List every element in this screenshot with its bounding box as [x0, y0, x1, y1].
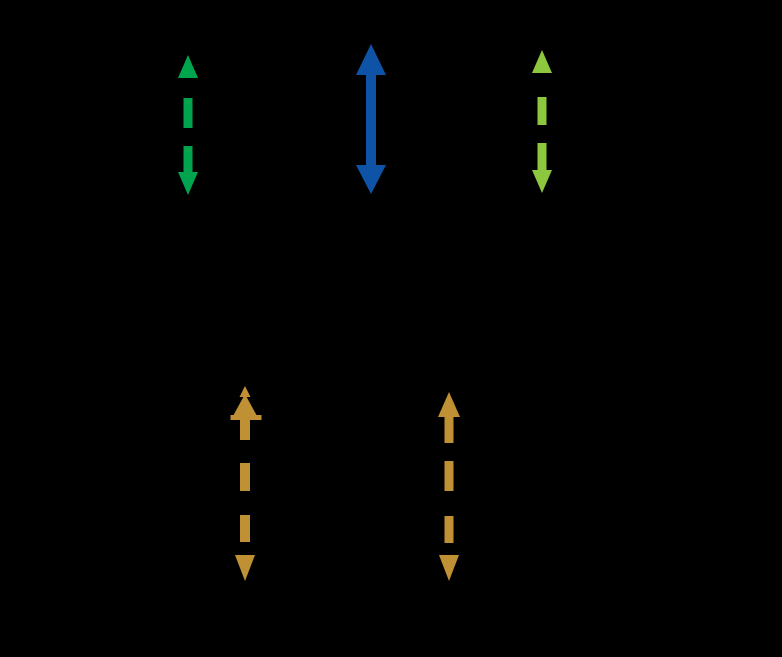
- light-green-dashed-arrow-rect: [537, 97, 547, 125]
- dark-green-dashed-arrow-rect: [183, 146, 193, 173]
- gold-dashed-arrow-left: [230, 386, 262, 581]
- gold-dashed-arrow-left-rect: [240, 463, 250, 491]
- dark-green-dashed-arrow-rect: [183, 98, 193, 128]
- gold-dashed-arrow-right-rect: [444, 416, 454, 443]
- light-green-dashed-arrow: [532, 50, 552, 193]
- blue-solid-arrow-rect: [366, 74, 376, 166]
- light-green-dashed-arrow-polygon: [532, 50, 552, 73]
- gold-dashed-arrow-right-polygon: [438, 392, 460, 417]
- gold-dashed-arrow-left-rect: [240, 515, 250, 542]
- gold-dashed-arrow-left-rect: [230, 415, 262, 420]
- dark-green-dashed-arrow-polygon: [178, 55, 198, 78]
- gold-dashed-arrow-right-rect: [444, 516, 454, 543]
- dark-green-dashed-arrow-polygon: [178, 172, 198, 195]
- blue-solid-arrow-polygon: [356, 165, 386, 194]
- dark-green-dashed-arrow: [178, 55, 198, 195]
- blue-solid-arrow-polygon: [356, 44, 386, 75]
- gold-dashed-arrow-left-rect: [240, 420, 250, 440]
- light-green-dashed-arrow-rect: [537, 143, 547, 170]
- gold-dashed-arrow-left-polygon: [235, 555, 255, 581]
- light-green-dashed-arrow-polygon: [532, 170, 552, 193]
- gold-dashed-arrow-left-polygon: [239, 386, 251, 397]
- gold-dashed-arrow-left-polygon: [233, 394, 257, 416]
- gold-dashed-arrow-right: [438, 392, 460, 581]
- gold-dashed-arrow-right-rect: [444, 461, 454, 491]
- blue-solid-arrow: [356, 44, 386, 194]
- gold-dashed-arrow-right-polygon: [439, 555, 459, 581]
